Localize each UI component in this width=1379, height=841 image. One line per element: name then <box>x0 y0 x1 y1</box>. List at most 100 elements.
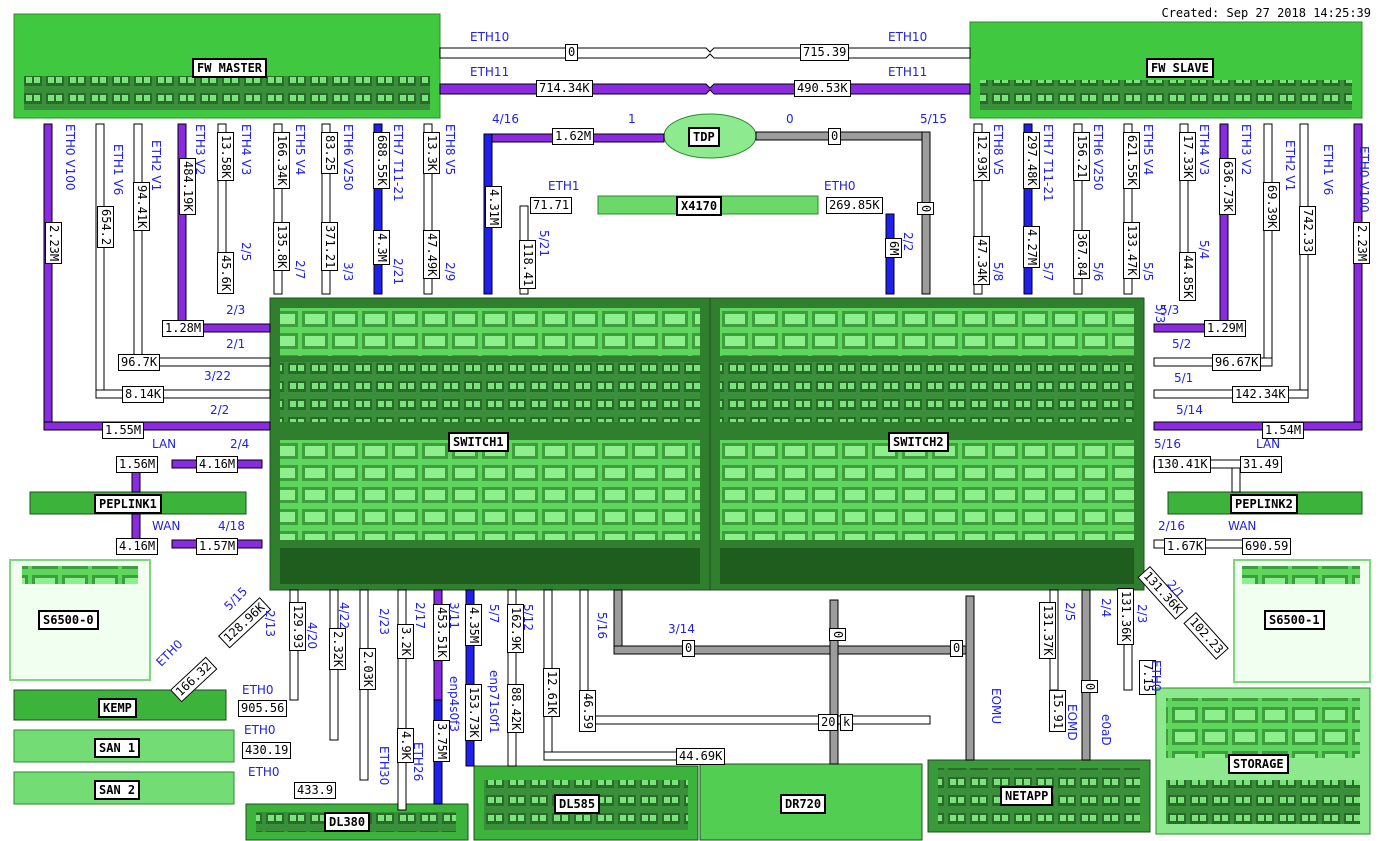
traffic-label: 4.3M <box>373 230 390 265</box>
traffic-label: 135.8K <box>273 222 290 272</box>
traffic-label: 1.28M <box>162 320 205 337</box>
traffic-label: 621.55K <box>1123 132 1140 189</box>
traffic-label: 13.58K <box>217 132 234 182</box>
port-label: 5/7 <box>1041 262 1055 282</box>
traffic-label: 2.32K <box>329 628 346 671</box>
port-label: WAN <box>152 519 181 533</box>
port-label: 5/7 <box>487 604 501 624</box>
traffic-label: 6M <box>885 238 902 259</box>
device-label-kemp: KEMP <box>98 698 137 718</box>
traffic-label: 4.16M <box>116 538 159 555</box>
traffic-label: 96.7K <box>118 354 161 371</box>
traffic-label: 636.73K <box>1219 158 1236 215</box>
port-label: 5/2 <box>1172 337 1192 351</box>
traffic-label: 430.19 <box>242 742 292 759</box>
port-label: LAN <box>152 437 177 451</box>
traffic-label: 153.73K <box>465 684 482 741</box>
port-label: ETH0 <box>242 683 274 697</box>
port-label: 2/13 <box>263 610 277 637</box>
traffic-label: 715.39 <box>800 44 850 61</box>
traffic-label: 102.23 <box>1183 612 1230 661</box>
traffic-label: 371.21 <box>321 222 338 272</box>
port-label: ETH5 V4 <box>1141 124 1155 176</box>
traffic-label: 0 <box>682 640 696 657</box>
traffic-label: 905.56 <box>238 700 288 717</box>
device-label-fw-master: FW MASTER <box>192 58 268 78</box>
traffic-label: 0 <box>828 128 842 145</box>
traffic-label: 46.59 <box>579 690 596 733</box>
port-label: ETH6 V250 <box>1091 124 1105 191</box>
port-label: 5/12 <box>521 604 535 631</box>
port-label: ETH8 V5 <box>991 124 1005 176</box>
port-label: WAN <box>1228 519 1257 533</box>
traffic-label: 130.41K <box>1154 456 1211 473</box>
device-label-peplink1: PEPLINK1 <box>94 494 162 514</box>
traffic-label: 88.42K <box>507 684 524 734</box>
traffic-label: 1.62M <box>552 128 595 145</box>
traffic-label: 0 <box>829 628 846 642</box>
device-label-fw-slave: FW SLAVE <box>1146 58 1214 78</box>
port-label: 5/5 <box>1141 262 1155 282</box>
port-label: ETH26 <box>411 742 425 782</box>
traffic-label: 15.91 <box>1049 690 1066 733</box>
port-label: 2/9 <box>443 262 457 282</box>
port-label: 2/5 <box>239 242 253 262</box>
port-label: 0 <box>786 112 794 126</box>
traffic-label: 118.41 <box>519 240 536 290</box>
device-label-peplink2: PEPLINK2 <box>1230 494 1298 514</box>
port-label: ETH10 <box>888 30 928 44</box>
port-label: 2/3 <box>226 303 246 317</box>
port-label: 5/8 <box>991 262 1005 282</box>
traffic-label: 1.55M <box>102 422 145 439</box>
device-label-switch2: SWITCH2 <box>888 432 949 452</box>
traffic-label: 367.84 <box>1073 230 1090 280</box>
port-label: ETH3 V2 <box>1239 124 1253 176</box>
port-label: 2/2 <box>901 232 915 252</box>
traffic-label: 44.85K <box>1179 252 1196 302</box>
port-label: 5/4 <box>1197 240 1211 260</box>
port-label: ETH6 V250 <box>341 124 355 191</box>
port-label: ETH11 <box>888 65 928 79</box>
traffic-label: 1.54M <box>1262 422 1305 439</box>
port-label: ETH4 V3 <box>1197 124 1211 176</box>
port-label: 5/16 <box>595 612 609 639</box>
traffic-label: 131.36K <box>1117 588 1134 645</box>
port-label: 2/16 <box>1158 519 1185 533</box>
traffic-label: 12.93K <box>973 132 990 182</box>
port-label: 2/23 <box>377 608 391 635</box>
traffic-label: 0 <box>1081 680 1098 694</box>
traffic-label: 71.71 <box>530 197 573 214</box>
port-label: 2/1 <box>226 337 246 351</box>
traffic-label: 3.2K <box>397 624 414 659</box>
traffic-label: 490.53K <box>794 80 851 97</box>
port-label: 2/4 <box>230 437 250 451</box>
traffic-label: 1.29M <box>1204 320 1247 337</box>
traffic-label: 83.25 <box>321 132 338 175</box>
port-label: ETH3 V2 <box>193 124 207 176</box>
device-label-san2: SAN 2 <box>94 780 141 800</box>
traffic-label: 94.41K <box>133 182 150 232</box>
port-label: ETH7 T11-21 <box>1041 124 1055 202</box>
traffic-label: 433.9 <box>294 782 337 799</box>
device-label-switch1: SWITCH1 <box>448 432 509 452</box>
traffic-label: 1.67K <box>1164 538 1207 555</box>
port-label: 1 <box>628 112 636 126</box>
port-label: 5/3 <box>1160 303 1180 317</box>
port-label: 5/1 <box>1174 371 1194 385</box>
port-label: 5/16 <box>1154 437 1181 451</box>
port-label: ETH0 <box>248 765 280 779</box>
traffic-label: 13.3K <box>423 132 440 175</box>
traffic-label: k <box>840 714 854 731</box>
device-label-dl585: DL585 <box>554 794 601 814</box>
traffic-label: 20 <box>818 714 839 731</box>
traffic-label: 742.33 <box>1299 206 1316 256</box>
traffic-label: 17.33K <box>1179 132 1196 182</box>
traffic-label: 47.34K <box>973 236 990 286</box>
port-label: ETH8 V5 <box>443 124 457 176</box>
traffic-label: 4.27M <box>1023 226 1040 269</box>
port-label: 5/21 <box>537 230 551 257</box>
device-label-dl380: DL380 <box>324 812 371 832</box>
port-label: ETH1 <box>548 179 580 193</box>
port-label: ETH2 V1 <box>149 140 163 192</box>
